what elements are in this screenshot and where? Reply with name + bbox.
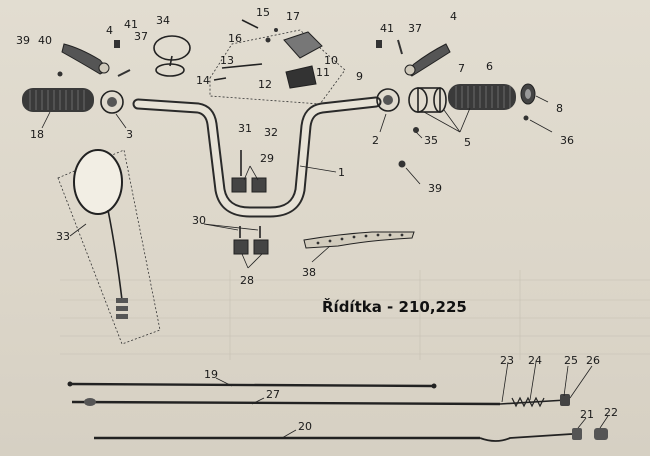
- label-part-19: 19: [204, 368, 218, 381]
- background-table-lines: [60, 270, 650, 360]
- left-lever: [61, 43, 110, 75]
- label-part-27: 27: [266, 388, 280, 401]
- label-part-31: 31: [238, 122, 252, 135]
- right-grip: [448, 84, 516, 110]
- label-part-15: 15: [256, 6, 270, 19]
- label-part-32: 32: [264, 126, 278, 139]
- part-labels: 1 2 3 4 4 5 6 7 8 9 10 11 12 13 14 15 16…: [16, 6, 618, 433]
- cable-27: [71, 394, 570, 408]
- small-fasteners: [57, 39, 529, 168]
- label-part-17: 17: [286, 10, 300, 23]
- diagram-title: Řídítka - 210,225: [322, 297, 467, 316]
- label-part-23: 23: [500, 354, 514, 367]
- mirror: [57, 149, 161, 345]
- label-part-22: 22: [604, 406, 618, 419]
- label-part-2: 2: [372, 134, 379, 147]
- bar-end-cap: [520, 83, 536, 105]
- label-part-37-left: 37: [134, 30, 148, 43]
- label-part-41-right: 41: [380, 22, 394, 35]
- label-part-10: 10: [324, 54, 338, 67]
- label-part-5: 5: [464, 136, 471, 149]
- label-part-12: 12: [258, 78, 272, 91]
- right-lever: [404, 43, 451, 77]
- handlebar-strap: [303, 231, 415, 249]
- leader-lines: [41, 95, 609, 439]
- label-part-21: 21: [580, 408, 594, 421]
- label-part-1: 1: [338, 166, 345, 179]
- cable-19: [67, 381, 437, 389]
- label-part-34: 34: [156, 14, 170, 27]
- handlebar: [132, 96, 382, 218]
- label-part-29: 29: [260, 152, 274, 165]
- label-part-13: 13: [220, 54, 234, 67]
- label-part-35: 35: [424, 134, 438, 147]
- label-part-28: 28: [240, 274, 254, 287]
- label-part-3: 3: [126, 128, 133, 141]
- label-part-39-left: 39: [16, 34, 30, 47]
- label-part-25: 25: [564, 354, 578, 367]
- label-part-38: 38: [302, 266, 316, 279]
- label-part-7: 7: [458, 62, 465, 75]
- switch-assembly: [209, 29, 346, 105]
- label-part-40: 40: [38, 34, 52, 47]
- label-part-37-right: 37: [408, 22, 422, 35]
- left-grip: [22, 88, 94, 112]
- label-part-26: 26: [586, 354, 600, 367]
- label-part-14: 14: [196, 74, 210, 87]
- label-part-18: 18: [30, 128, 44, 141]
- label-part-30: 30: [192, 214, 206, 227]
- label-part-9: 9: [356, 70, 363, 83]
- label-part-33: 33: [56, 230, 70, 243]
- lower-clamp-blocks: [233, 226, 269, 255]
- label-part-4-right: 4: [450, 10, 457, 23]
- label-part-20: 20: [298, 420, 312, 433]
- label-part-16: 16: [228, 32, 242, 45]
- label-part-41-left: 41: [124, 18, 138, 31]
- bell: [153, 35, 191, 77]
- label-part-24: 24: [528, 354, 542, 367]
- label-part-39-right: 39: [428, 182, 442, 195]
- cable-20: [94, 428, 608, 442]
- throttle-sleeve: [408, 87, 447, 113]
- label-part-11: 11: [316, 66, 330, 79]
- upper-clamp-blocks: [231, 150, 267, 193]
- right-lever-clamp: [376, 88, 400, 112]
- left-lever-clamp: [100, 90, 124, 114]
- label-part-36: 36: [560, 134, 574, 147]
- label-part-8: 8: [556, 102, 563, 115]
- label-part-6: 6: [486, 60, 493, 73]
- label-part-4-left: 4: [106, 24, 113, 37]
- small-screws: [241, 19, 278, 43]
